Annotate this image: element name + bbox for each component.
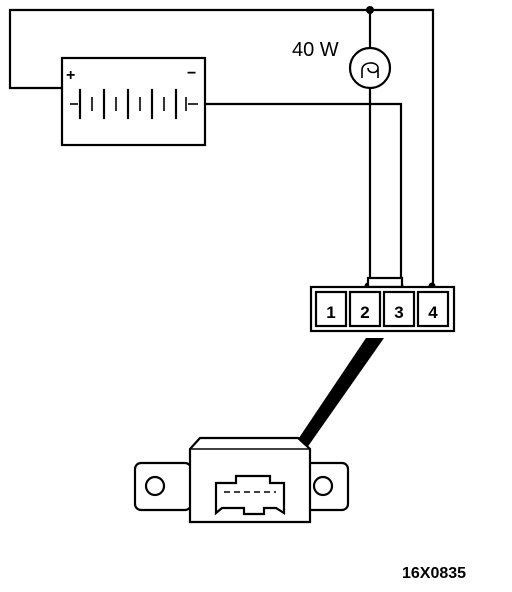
terminal-1-label: 1 [326,303,335,322]
jumper-bridge [366,276,404,289]
connector-icon: 1 2 3 4 [309,285,456,333]
figure-code: 16X0835 [402,565,466,582]
battery-minus-label: − [187,65,196,82]
terminal-2-label: 2 [360,303,369,322]
wiring [8,6,436,290]
terminal-3-label: 3 [394,303,403,322]
terminal-4-box [416,290,450,328]
left-mounting-hole [144,475,166,497]
lamp-icon: 40 W [292,39,392,90]
wire-battery-minus-to-terminal-3 [203,102,403,288]
lamp-filament [361,62,379,78]
right-mounting-hole [312,475,334,497]
battery-plus-label: + [66,67,75,84]
battery-icon: + − [60,56,207,147]
wire-battery-plus-to-terminal-4 [8,8,435,288]
lamp-wattage-label: 40 W [292,39,339,61]
terminal-4-label: 4 [428,303,438,322]
terminal-1-box [314,290,348,328]
battery-cells [70,88,198,120]
terminal-2-box [348,290,382,328]
terminal-3-box [382,290,416,328]
junction-dot [366,6,374,14]
lamp-bulb [348,46,392,90]
unit-connector-socket [214,474,286,516]
battery-case [60,56,207,147]
relay-unit-icon [133,436,350,524]
